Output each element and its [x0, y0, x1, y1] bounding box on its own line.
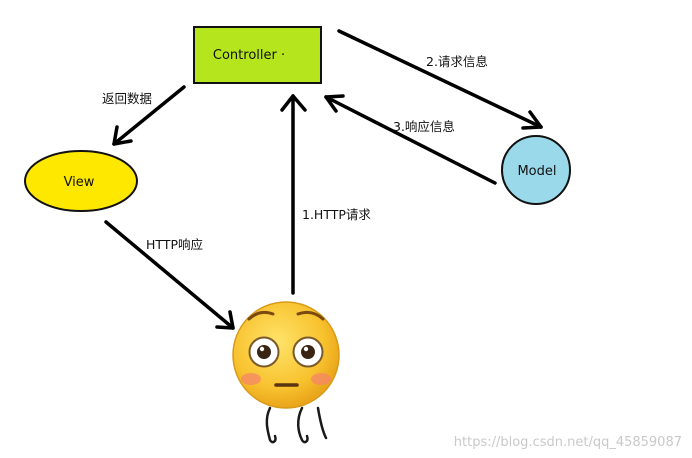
http-request-arrow: [280, 94, 307, 295]
flushed-face-emoji-icon: [232, 301, 340, 444]
http-response-label: HTTP响应: [146, 237, 203, 252]
return-data-arrow: [112, 85, 186, 146]
http-request-label: 1.HTTP请求: [302, 207, 371, 222]
response-info-arrow: [324, 94, 497, 185]
model-circle: [501, 135, 571, 205]
watermark-text: https://blog.csdn.net/qq_45859087: [454, 435, 682, 450]
return-data-label: 返回数据: [102, 91, 152, 106]
response-info-label: 3.响应信息: [393, 119, 455, 134]
request-info-label: 2.请求信息: [426, 54, 488, 69]
request-info-arrow: [337, 29, 543, 130]
view-node: View: [24, 150, 138, 212]
controller-node: Controller ·: [193, 26, 322, 84]
view-label: View: [64, 175, 95, 190]
model-node: Model: [501, 135, 571, 205]
model-label: Model: [517, 164, 556, 179]
controller-box: [193, 26, 322, 84]
controller-label: Controller ·: [213, 48, 285, 63]
http-response-arrow: [104, 220, 235, 330]
view-ellipse: [24, 150, 138, 212]
